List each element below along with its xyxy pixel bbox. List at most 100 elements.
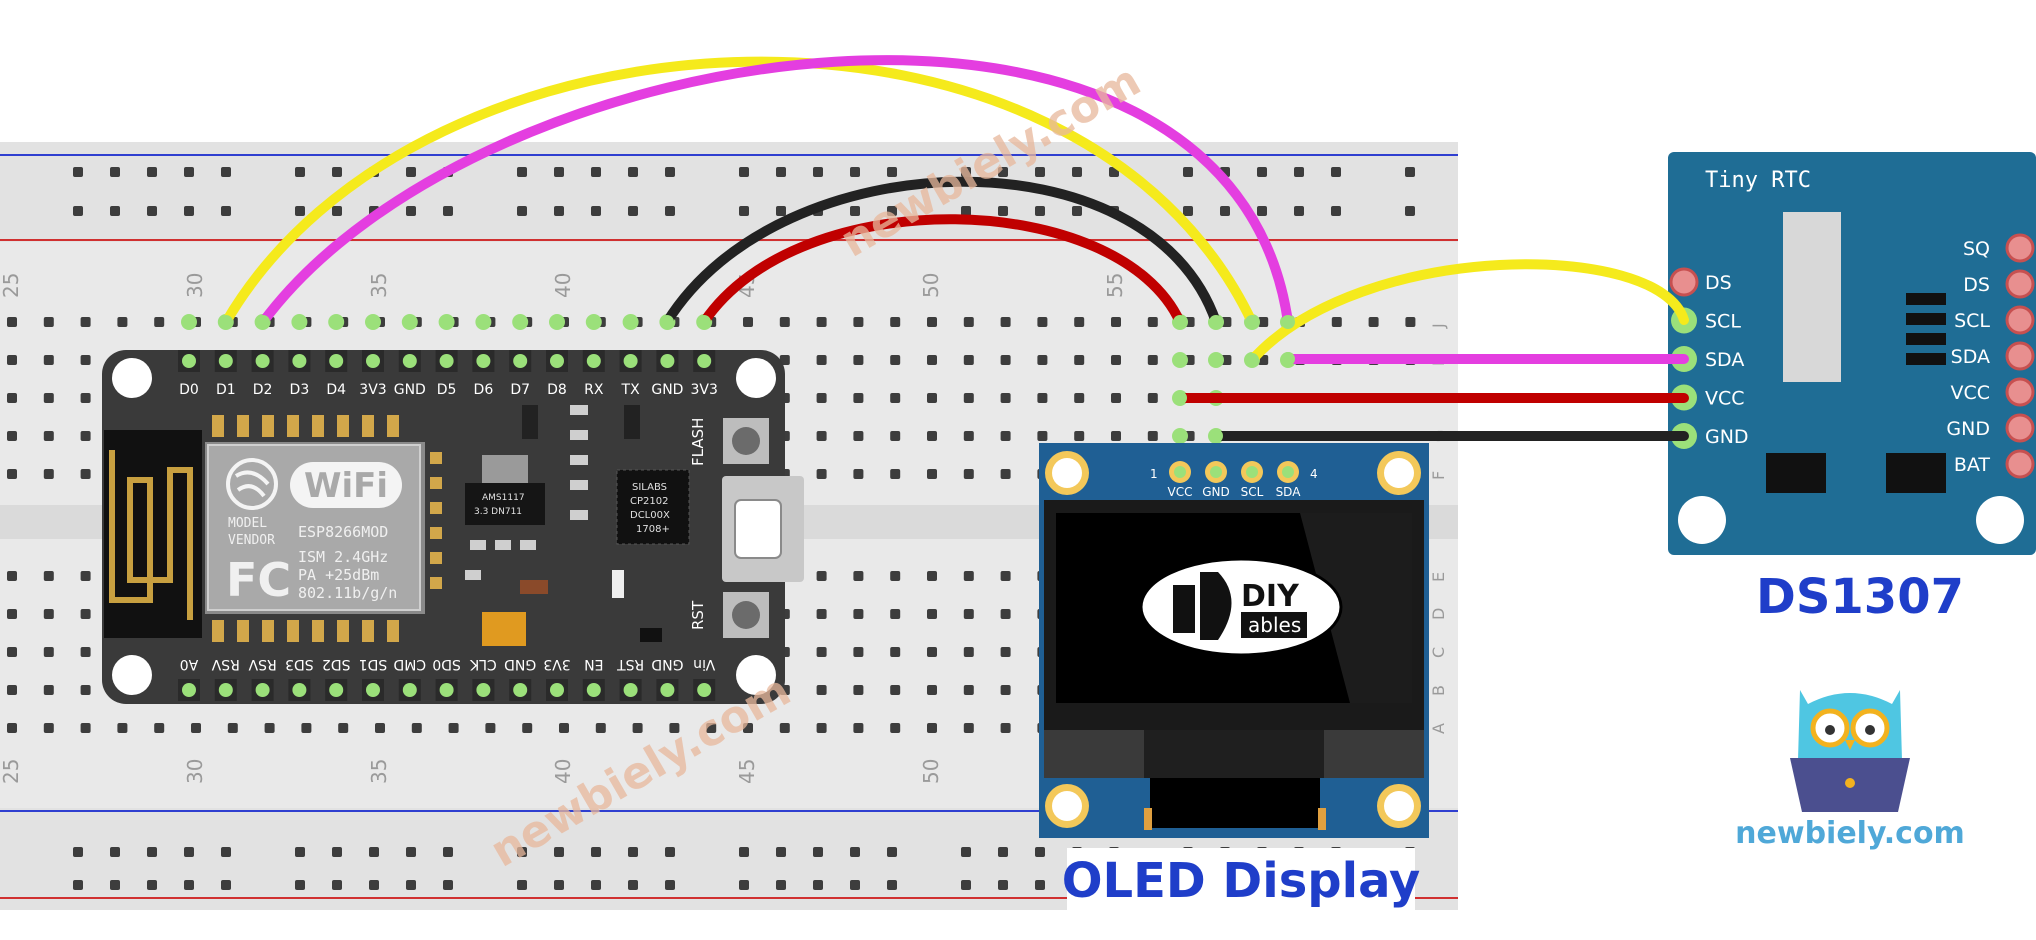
breadboard-hole xyxy=(853,355,864,365)
breadboard-hole xyxy=(779,355,790,365)
connected-hole xyxy=(1172,352,1188,368)
module-pad xyxy=(430,527,442,539)
esp-bottom-pin-label: Vin xyxy=(693,656,715,672)
breadboard-hole xyxy=(927,431,937,441)
breadboard-hole xyxy=(7,431,17,441)
breadboard-hole xyxy=(80,317,91,327)
rail-hole xyxy=(1257,167,1267,177)
module-pad xyxy=(287,415,299,437)
rail-hole xyxy=(221,880,231,890)
rtc-title: Tiny RTC xyxy=(1705,168,1811,193)
connected-hole xyxy=(622,314,639,330)
module-pad xyxy=(430,452,442,464)
module-pad xyxy=(312,620,324,642)
rail-hole xyxy=(850,880,860,890)
oled-flex-tab xyxy=(1144,808,1152,830)
esp8266-mount-hole xyxy=(736,358,776,398)
breadboard-hole xyxy=(522,723,533,733)
antenna-trace xyxy=(109,450,193,620)
breadboard-hole xyxy=(853,723,864,733)
breadboard-hole xyxy=(1037,431,1048,441)
breadboard-hole xyxy=(779,317,790,327)
rtc-right-pin-label: DS xyxy=(1963,274,1990,296)
oled-ribbon-right xyxy=(1324,730,1424,778)
esp-bottom-pin-label: RSV xyxy=(248,656,277,672)
connected-hole xyxy=(328,314,345,330)
breadboard-hole xyxy=(448,723,459,733)
wire-endpoint xyxy=(1281,315,1295,329)
oled-pin xyxy=(1246,466,1258,478)
rtc-ic-pin xyxy=(1906,313,1946,325)
breadboard-hole xyxy=(1405,317,1416,327)
breadboard-hole xyxy=(927,355,937,365)
rail-hole xyxy=(1072,206,1082,216)
breadboard-hole xyxy=(890,723,901,733)
breadboard-hole xyxy=(411,723,422,733)
esp8266-pcb xyxy=(102,350,785,704)
flash-button[interactable] xyxy=(732,427,760,455)
rail-hole xyxy=(1035,847,1045,857)
breadboard-hole xyxy=(154,317,165,327)
rail-hole xyxy=(517,206,527,216)
rail-hole xyxy=(147,206,157,216)
breadboard-hole xyxy=(43,355,54,365)
espressif-logo-icon xyxy=(226,458,278,510)
connected-hole xyxy=(365,314,381,330)
module-pad xyxy=(212,620,224,642)
esp-top-pin-label: 3V3 xyxy=(359,382,386,398)
rail-hole xyxy=(850,167,860,177)
esp-bottom-pin-label: 3V3 xyxy=(543,656,570,672)
smd-component xyxy=(624,405,640,439)
esp-bottom-pin-label: GND xyxy=(504,656,536,672)
oled-mount-holes xyxy=(1045,451,1421,828)
rail-hole xyxy=(998,206,1008,216)
smd-component xyxy=(522,405,538,439)
owl-beak xyxy=(1845,740,1855,750)
column-number: 35 xyxy=(367,759,391,784)
rst-button[interactable] xyxy=(732,601,760,629)
micro-usb-opening xyxy=(734,499,782,559)
esp-header-pin-contact xyxy=(586,354,601,368)
smd-component xyxy=(520,580,548,594)
connected-hole xyxy=(585,314,602,330)
column-number: 40 xyxy=(551,759,575,784)
rail-hole xyxy=(998,167,1008,177)
breadboard-hole xyxy=(963,609,974,619)
esp-header-pin-contact xyxy=(623,683,638,697)
module-label-model: MODEL xyxy=(228,516,267,531)
esp-header-pin-contact xyxy=(660,354,675,368)
rail-hole xyxy=(961,167,971,177)
breadboard-hole xyxy=(80,431,91,441)
breadboard-hole xyxy=(1037,317,1048,327)
rail-hole xyxy=(517,847,527,857)
breadboard-hole xyxy=(1000,469,1011,479)
rail-hole xyxy=(591,167,601,177)
breadboard-hole xyxy=(338,723,349,733)
rail-hole xyxy=(1331,167,1341,177)
esp-header-pin-contact xyxy=(476,683,491,697)
breadboard-hole xyxy=(1147,393,1158,403)
breadboard-hole xyxy=(7,393,17,403)
module-pad xyxy=(430,577,442,589)
breadboard-hole xyxy=(43,571,54,581)
rtc-right-pin xyxy=(2005,413,2035,443)
module-pad xyxy=(362,620,374,642)
oled-pin xyxy=(1282,466,1294,478)
esp-header-pin-contact xyxy=(660,683,675,697)
rail-hole xyxy=(998,880,1008,890)
esp-header-pin-contact xyxy=(329,683,344,697)
breadboard-hole xyxy=(890,609,901,619)
breadboard-hole xyxy=(816,609,827,619)
regulator-label-2: 3.3 DN711 xyxy=(474,507,522,517)
breadboard-hole xyxy=(80,647,91,657)
oled-pin-index-first: 1 xyxy=(1150,467,1158,481)
esp-header-pin-contact xyxy=(550,354,564,368)
rail-hole xyxy=(1331,206,1341,216)
breadboard-hole xyxy=(1000,723,1011,733)
esp-top-pin-label: D8 xyxy=(547,382,567,398)
breadboard-hole xyxy=(816,723,827,733)
wire-endpoint xyxy=(219,315,233,329)
